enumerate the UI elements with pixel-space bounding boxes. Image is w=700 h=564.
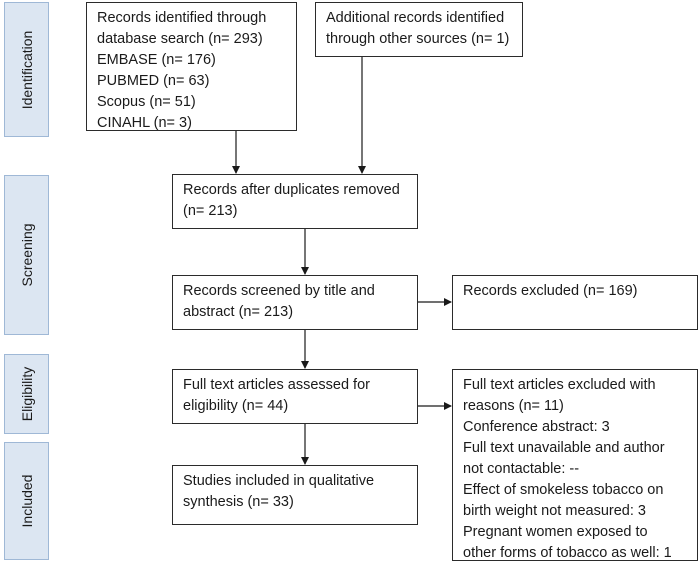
- excluded-box: Records excluded (n= 169): [452, 275, 698, 330]
- included-studies-box: Studies included in qualitative synthesi…: [172, 465, 418, 525]
- included-studies-line: Studies included in qualitative: [183, 473, 375, 489]
- duplicates-removed-line: (n= 213): [183, 203, 238, 219]
- database-search-line: EMBASE (n= 176): [97, 52, 216, 68]
- full-text-excluded-line: other forms of tobacco as well: 1: [463, 545, 672, 561]
- included-studies-text: Studies included in qualitative synthesi…: [173, 466, 417, 513]
- full-text-excluded-line: Full text unavailable and author: [463, 440, 665, 456]
- screened-line: abstract (n= 213): [183, 304, 294, 320]
- other-sources-box: Additional records identified through ot…: [315, 2, 523, 57]
- database-search-line: PUBMED (n= 63): [97, 73, 210, 89]
- full-text-excluded-line: Effect of smokeless tobacco on: [463, 482, 664, 498]
- full-text-assessed-line: eligibility (n= 44): [183, 398, 289, 414]
- duplicates-removed-line: Records after duplicates removed: [183, 182, 400, 198]
- database-search-box: Records identified through database sear…: [86, 2, 297, 131]
- full-text-excluded-line: Conference abstract: 3: [463, 419, 610, 435]
- database-search-line: Scopus (n= 51): [97, 94, 196, 110]
- phase-screening: Screening: [4, 175, 49, 335]
- excluded-line: Records excluded (n= 169): [463, 283, 638, 299]
- phase-identification: Identification: [4, 2, 49, 137]
- database-search-line: CINAHL (n= 3): [97, 115, 192, 131]
- duplicates-removed-box: Records after duplicates removed (n= 213…: [172, 174, 418, 229]
- phase-eligibility: Eligibility: [4, 354, 49, 434]
- other-sources-line: through other sources (n= 1): [326, 31, 510, 47]
- full-text-excluded-line: Pregnant women exposed to: [463, 524, 648, 540]
- full-text-excluded-line: not contactable: --: [463, 461, 580, 477]
- full-text-assessed-line: Full text articles assessed for: [183, 377, 370, 393]
- excluded-text: Records excluded (n= 169): [453, 276, 697, 302]
- database-search-text: Records identified through database sear…: [87, 3, 296, 134]
- screened-text: Records screened by title and abstract (…: [173, 276, 417, 323]
- screened-line: Records screened by title and: [183, 283, 375, 299]
- other-sources-text: Additional records identified through ot…: [316, 3, 522, 50]
- full-text-excluded-text: Full text articles excluded with reasons…: [453, 370, 697, 564]
- other-sources-line: Additional records identified: [326, 10, 505, 26]
- duplicates-removed-text: Records after duplicates removed (n= 213…: [173, 175, 417, 222]
- full-text-excluded-line: reasons (n= 11): [463, 398, 564, 414]
- database-search-line: Records identified through: [97, 10, 267, 26]
- full-text-excluded-line: birth weight not measured: 3: [463, 503, 646, 519]
- included-studies-line: synthesis (n= 33): [183, 494, 294, 510]
- full-text-assessed-box: Full text articles assessed for eligibil…: [172, 369, 418, 424]
- full-text-excluded-box: Full text articles excluded with reasons…: [452, 369, 698, 561]
- full-text-excluded-line: Full text articles excluded with: [463, 377, 656, 393]
- database-search-line: database search (n= 293): [97, 31, 263, 47]
- full-text-assessed-text: Full text articles assessed for eligibil…: [173, 370, 417, 417]
- screened-box: Records screened by title and abstract (…: [172, 275, 418, 330]
- phase-included: Included: [4, 442, 49, 560]
